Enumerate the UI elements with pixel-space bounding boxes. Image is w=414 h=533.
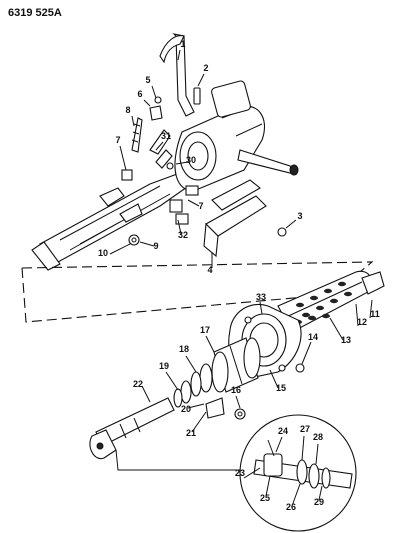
- column-cover: [203, 179, 267, 258]
- callout-10: 10: [98, 248, 108, 258]
- callout-22: 22: [133, 379, 143, 389]
- callout-4: 4: [207, 265, 212, 275]
- callout-2: 2: [203, 63, 208, 73]
- callout-28: 28: [313, 432, 323, 442]
- callout-6: 6: [137, 89, 142, 99]
- leader-lines-upper: [109, 49, 297, 268]
- callout-17: 17: [200, 325, 210, 335]
- callout-33: 33: [256, 292, 266, 302]
- callout-24: 24: [278, 426, 288, 436]
- turn-signal-lever: [237, 149, 299, 176]
- callout-20: 20: [181, 404, 191, 414]
- coupling-shaft: [89, 397, 175, 460]
- callout-1: 1: [180, 39, 185, 49]
- callout-8: 8: [125, 105, 130, 115]
- column-jacket: [31, 169, 201, 271]
- callout-21: 21: [186, 428, 196, 438]
- leader-lines-lower: [141, 299, 373, 507]
- perforated-shaft: [277, 270, 385, 333]
- callout-7: 7: [198, 201, 203, 211]
- detail-inset: [239, 414, 357, 532]
- callout-19: 19: [159, 361, 169, 371]
- document-code: 6319 525A: [8, 7, 62, 19]
- callout-23: 23: [235, 468, 245, 478]
- callout-15: 15: [276, 383, 286, 393]
- bearing-housing: [211, 337, 261, 393]
- callout-11: 11: [370, 309, 380, 319]
- callout-25: 25: [260, 493, 270, 503]
- callout-18: 18: [179, 344, 189, 354]
- callout-30: 30: [186, 155, 196, 165]
- callout-16: 16: [231, 385, 241, 395]
- callout-31: 31: [161, 131, 171, 141]
- callout-3: 3: [297, 211, 302, 221]
- callout-29: 29: [314, 497, 324, 507]
- callout-26: 26: [286, 502, 296, 512]
- lock-housing: [174, 80, 266, 191]
- callout-32: 32: [178, 230, 188, 240]
- gear-shift-lever: [159, 33, 195, 117]
- small-hardware: [121, 87, 287, 246]
- callout-7: 7: [115, 135, 120, 145]
- detail-connector: [115, 449, 240, 471]
- callout-12: 12: [357, 317, 367, 327]
- callout-14: 14: [308, 332, 318, 342]
- callout-9: 9: [153, 241, 158, 251]
- rings-and-springs: [173, 363, 305, 420]
- callout-labels: 1256831730733291041112331317141815192220…: [98, 39, 380, 512]
- callout-13: 13: [341, 335, 351, 345]
- callout-5: 5: [145, 75, 150, 85]
- callout-27: 27: [300, 424, 310, 434]
